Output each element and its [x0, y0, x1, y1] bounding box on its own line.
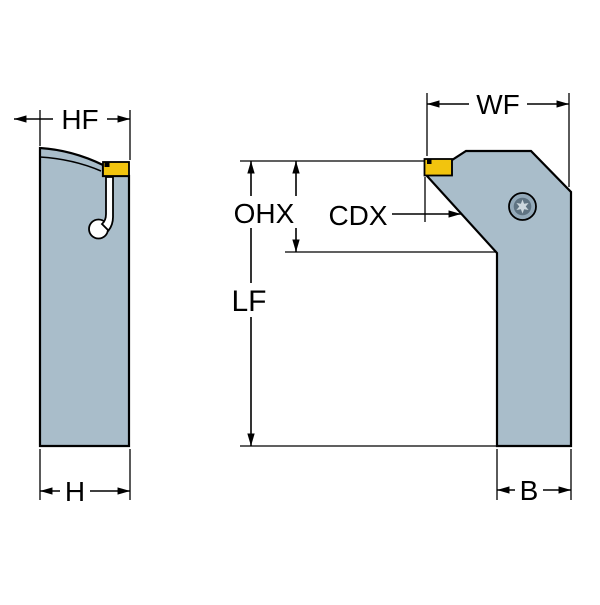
label-bg — [223, 283, 277, 317]
label-bg — [60, 475, 90, 507]
label-bg — [228, 196, 300, 228]
left-view — [38, 146, 131, 448]
left-view-insert-edge-notch — [104, 162, 110, 167]
label-hf: HF — [61, 104, 98, 135]
dimension-labels: HF H WF OHX CDX LF B — [53, 88, 543, 507]
torx-screw-star-icon — [516, 199, 529, 214]
label-cdx: CDX — [328, 200, 387, 231]
right-view-body — [425, 149, 573, 448]
left-view-body — [38, 146, 131, 448]
label-bg — [469, 88, 527, 120]
label-lf: LF — [231, 285, 266, 318]
label-wf: WF — [476, 89, 520, 120]
right-view — [423, 149, 573, 448]
clamp-slot — [100, 176, 114, 232]
label-h: H — [65, 476, 85, 507]
left-view-top-chamfer-line — [39, 156, 102, 172]
right-view-insert-edge-notch — [427, 159, 432, 164]
label-bg — [53, 103, 107, 135]
label-ohx: OHX — [234, 198, 295, 229]
label-b: B — [520, 475, 539, 506]
label-bg — [324, 198, 390, 230]
label-bg — [515, 474, 543, 506]
